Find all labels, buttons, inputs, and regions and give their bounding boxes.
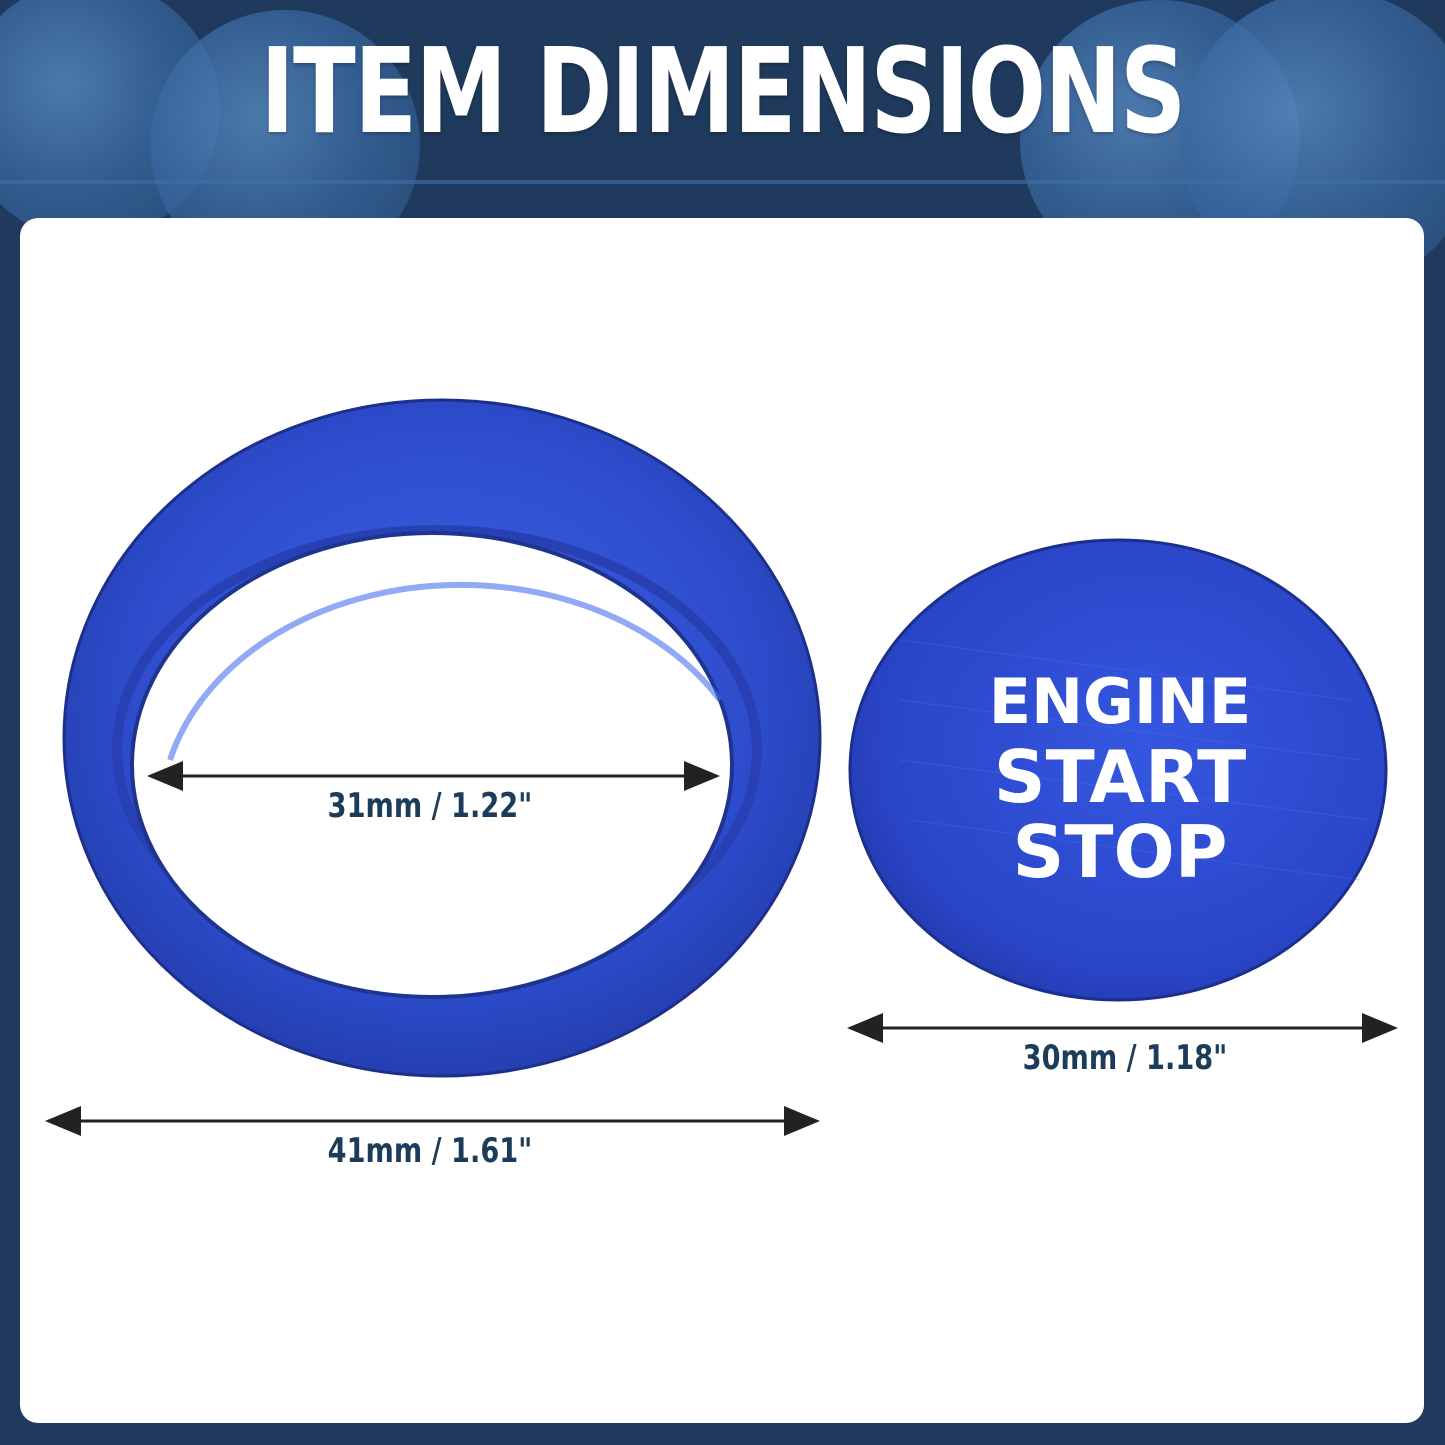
cap-label-stop: STOP	[1012, 810, 1228, 894]
header-divider	[0, 180, 1445, 184]
ring-outer-dimension-label: 41mm / 1.61"	[327, 1131, 533, 1171]
ring-inner-dimension-label: 31mm / 1.22"	[327, 786, 533, 826]
page-title: ITEM DIMENSIONS	[260, 22, 1186, 160]
cap-label-engine: ENGINE	[988, 665, 1252, 738]
trim-ring	[62, 398, 822, 1078]
cap-dimension-label: 30mm / 1.18"	[1022, 1038, 1228, 1078]
cap-label-start: START	[993, 735, 1247, 819]
engine-start-stop-cap	[848, 538, 1388, 1002]
